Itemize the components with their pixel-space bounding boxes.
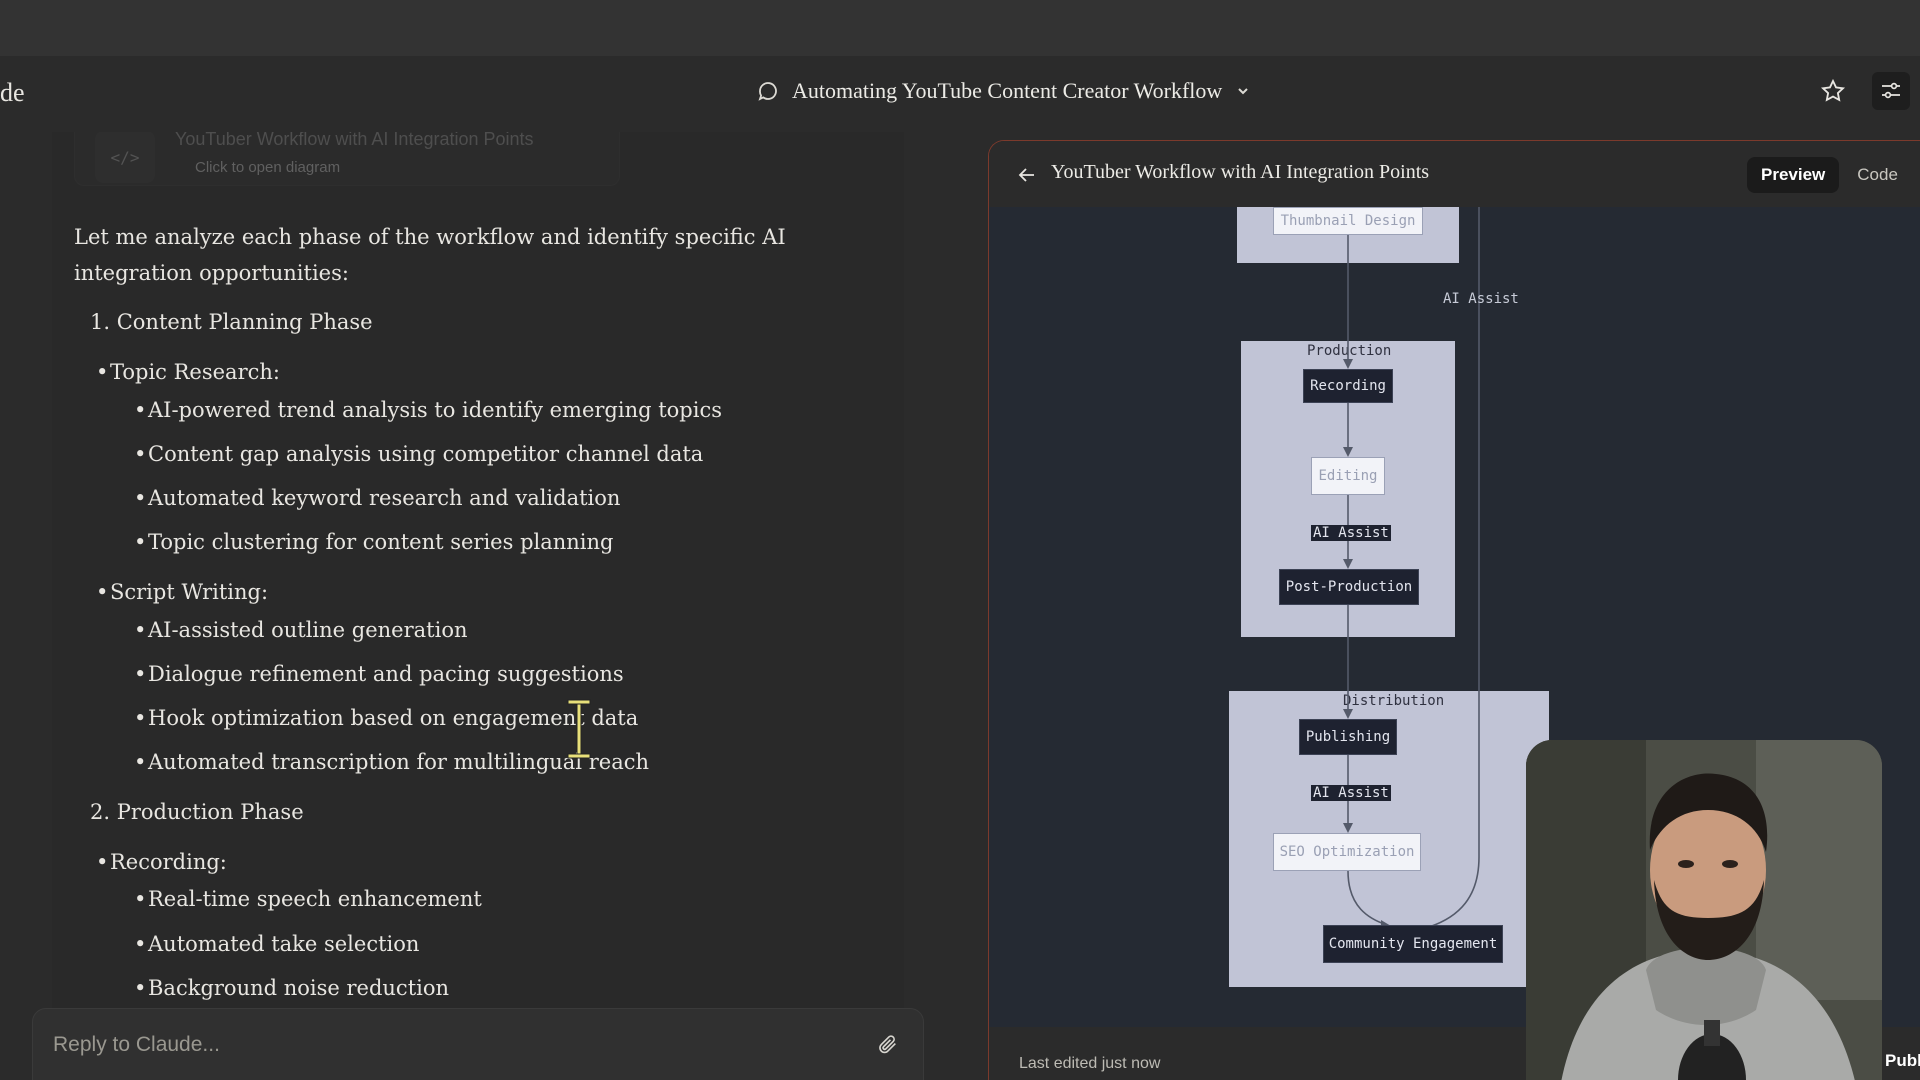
star-button[interactable] [1818, 76, 1848, 106]
bullet-marker: • [134, 931, 147, 956]
bullet-group: •Topic Research:•AI-powered trend analys… [74, 355, 854, 561]
cluster-distribution-label: Distribution [1343, 693, 1445, 709]
bullet-group-heading-text: Script Writing: [110, 580, 269, 604]
node-community-engagement: Community Engagement [1323, 925, 1503, 963]
artifact-panel: YouTuber Workflow with AI Integration Po… [988, 140, 1920, 1080]
artifact-card-title: YouTuber Workflow with AI Integration Po… [175, 132, 534, 149]
list-item-text: Hook optimization based on engagement da… [148, 706, 639, 731]
list-item-text: AI-powered trend analysis to identify em… [148, 397, 722, 422]
bullet-group-heading-text: Topic Research: [110, 360, 280, 385]
bullet-marker: • [134, 617, 147, 642]
list-item: •Background noise reduction [134, 971, 854, 1007]
bullet-marker: • [134, 661, 147, 686]
back-button[interactable] [1013, 161, 1041, 189]
tab-code[interactable]: Code [1857, 165, 1898, 184]
node-post-production: Post-Production [1279, 569, 1419, 605]
chat-bubble-icon [758, 82, 777, 101]
list-item: •Dialogue refinement and pacing suggesti… [134, 657, 854, 693]
header: de Automating YouTube Content Creator Wo… [0, 56, 1920, 132]
settings-button[interactable] [1872, 72, 1910, 110]
node-seo-optimization: SEO Optimization [1273, 833, 1421, 871]
list-item: •Automated keyword research and validati… [134, 481, 854, 517]
conversation-title: Automating YouTube Content Creator Workf… [792, 78, 1223, 103]
list-item-text: Real-time speech enhancement [148, 887, 482, 912]
list-item-text: Dialogue refinement and pacing suggestio… [148, 661, 624, 686]
assistant-message: Let me analyze each phase of the workflo… [74, 220, 854, 1065]
phase-heading: 1. Content Planning Phase [90, 310, 373, 335]
list-item: •Content gap analysis using competitor c… [134, 437, 854, 473]
bullet-marker: • [134, 975, 147, 1000]
bullet-group-heading: •Recording: [96, 845, 854, 881]
list-item-text: Automated transcription for multilingual… [148, 750, 649, 775]
artifact-panel-header: YouTuber Workflow with AI Integration Po… [989, 141, 1920, 207]
phase-heading: 2. Production Phase [90, 799, 304, 824]
tab-preview[interactable]: Preview [1747, 157, 1840, 193]
edge-label-ai-assist-editing: AI Assist [1311, 525, 1391, 541]
list-item: •Hook optimization based on engagement d… [134, 701, 854, 737]
sliders-icon [1882, 82, 1900, 99]
message-intro: Let me analyze each phase of the workflo… [74, 225, 786, 285]
cluster-production-label: Production [1307, 343, 1392, 359]
list-item: •AI-powered trend analysis to identify e… [134, 393, 854, 429]
bullet-group: •Script Writing:•AI-assisted outline gen… [74, 575, 854, 781]
bullet-marker: • [96, 360, 109, 385]
list-item-text: Topic clustering for content series plan… [148, 530, 614, 555]
bullet-marker: • [134, 441, 147, 466]
list-item: •Automated transcription for multilingua… [134, 745, 854, 781]
code-icon: </> [95, 132, 155, 183]
brand-logo-text[interactable]: de [0, 78, 25, 107]
list-item: •Topic clustering for content series pla… [134, 525, 854, 561]
window-top-strip [0, 0, 1920, 56]
presenter-webcam [1526, 740, 1882, 1080]
publish-button[interactable]: Publi [1885, 1051, 1920, 1070]
node-thumbnail-design: Thumbnail Design [1273, 207, 1423, 235]
node-editing: Editing [1311, 457, 1385, 495]
bullet-marker: • [134, 486, 147, 511]
star-icon [1820, 78, 1846, 102]
node-recording: Recording [1303, 369, 1393, 403]
bullet-marker: • [96, 849, 109, 874]
node-publishing: Publishing [1299, 719, 1397, 755]
edge-label-ai-assist-publishing: AI Assist [1311, 785, 1391, 801]
bullet-marker: • [134, 887, 147, 912]
bullet-marker: • [96, 580, 109, 604]
arrow-left-icon [1018, 168, 1034, 182]
artifact-title: YouTuber Workflow with AI Integration Po… [1051, 161, 1430, 183]
paperclip-icon [879, 1035, 896, 1054]
reply-input[interactable] [53, 1029, 853, 1061]
bullet-group-heading-text: Recording: [110, 849, 227, 874]
bullet-marker: • [134, 706, 147, 731]
list-item-text: Content gap analysis using competitor ch… [148, 441, 704, 466]
view-toggle: Preview Code [1747, 157, 1912, 193]
chat-column: </> YouTuber Workflow with AI Integratio… [52, 132, 904, 1080]
text-cursor-icon [567, 699, 591, 759]
list-item-text: Background noise reduction [148, 975, 450, 1000]
presenter-image [1526, 740, 1882, 1080]
bullet-group-heading: •Topic Research: [96, 355, 854, 391]
bullet-marker: • [134, 750, 147, 775]
attach-button[interactable] [873, 1029, 903, 1059]
list-item: •AI-assisted outline generation [134, 613, 854, 649]
edge-label-ai-assist-side: AI Assist [1443, 291, 1519, 307]
bullet-marker: • [134, 397, 147, 422]
artifact-card[interactable]: </> YouTuber Workflow with AI Integratio… [74, 132, 620, 186]
last-edited-status: Last edited just now [1019, 1055, 1161, 1072]
bullet-group-heading: •Script Writing: [96, 575, 854, 611]
reply-box [32, 1008, 924, 1080]
bullet-marker: • [134, 530, 147, 555]
chevron-down-icon [1238, 88, 1249, 95]
conversation-title-menu[interactable]: Automating YouTube Content Creator Workf… [756, 78, 1250, 104]
artifact-card-subtitle: Click to open diagram [195, 159, 341, 176]
list-item-text: AI-assisted outline generation [148, 617, 468, 642]
app-window: de Automating YouTube Content Creator Wo… [0, 56, 1920, 1080]
list-item: •Automated take selection [134, 927, 854, 963]
list-item-text: Automated keyword research and validatio… [148, 486, 621, 511]
list-item-text: Automated take selection [148, 931, 420, 956]
list-item: •Real-time speech enhancement [134, 882, 854, 918]
